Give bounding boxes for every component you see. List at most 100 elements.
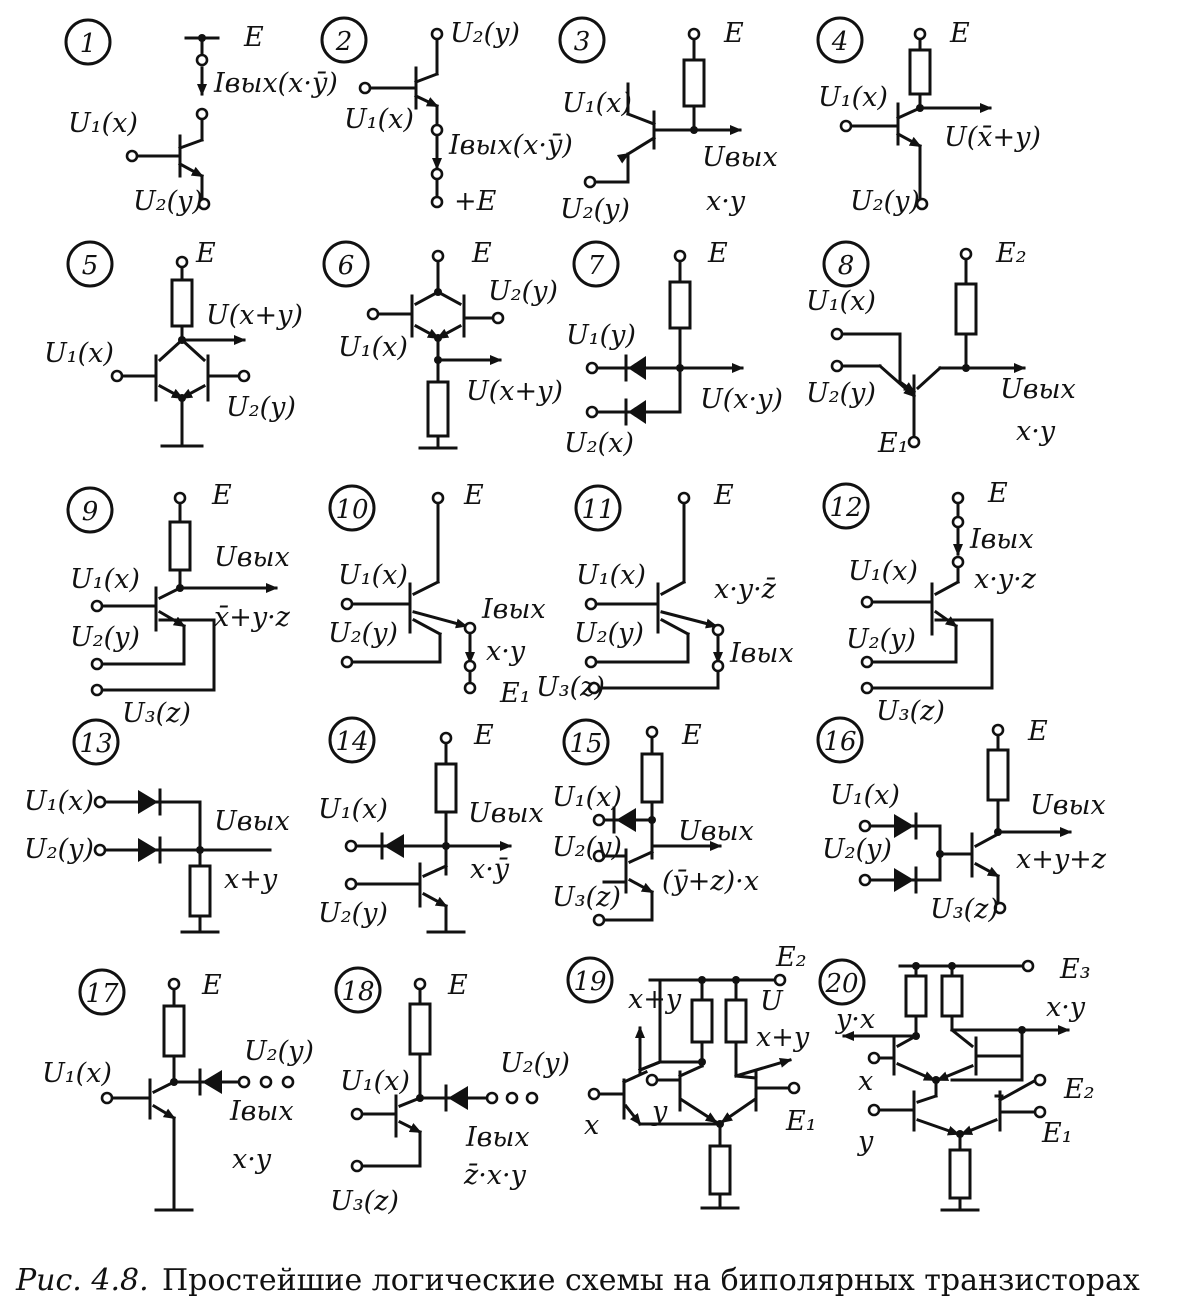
input-z-label: U₃(z) [876,696,945,727]
supply-label: E [463,480,484,511]
circuit-15-number-badge: 15 [562,718,610,766]
circuit-15: 15 E U₁(x) Uвых U₂(y) (ȳ+z)·x [552,718,759,927]
output-voltage-label: Uвых [214,542,290,573]
supply-label: E [681,720,702,751]
figure-caption: Рис. 4.8. Простейшие логические схемы на… [15,1263,1140,1298]
supply-label: E [1027,716,1048,747]
supply-e2-label: E₂ [1063,1074,1095,1105]
circuit-17-number-badge: 17 [78,968,126,1016]
circuit-number: 9 [82,497,99,527]
circuit-20: 20 [818,954,1095,1212]
input-x-label: U₁(x) [818,82,888,113]
output-function-label: x·ȳ [470,854,510,885]
supply-label: E [471,238,492,269]
circuit-number: 5 [82,251,99,281]
input-x-label: U₁(x) [44,338,114,369]
circuit-9-schematic [90,491,278,697]
output-current-label: Iвых [481,594,546,625]
circuit-12-schematic [860,491,994,695]
circuit-3-schematic [583,27,742,189]
input-x-label: U₁(x) [42,1058,112,1089]
circuit-1: 1 E U₁(x) U₂(y) Iвых(x·ȳ) [64,18,338,217]
supply-e1-label: E₁ [785,1106,817,1137]
input-y-label: U₂(y) [318,898,388,929]
circuit-6-schematic [366,249,505,450]
circuit-16-schematic [858,723,1072,915]
output-function-label: x·y [232,1144,272,1175]
circuit-13: 13 U₁(x) U₂(y) Uвых x+y [24,718,290,934]
output-voltage-label: U(x+y) [206,300,303,331]
input-x-label: U₁(x) [68,108,138,139]
supply-label: E [201,970,222,1001]
circuit-number: 2 [335,27,353,57]
circuit-number: 17 [85,979,119,1009]
input-y-label: U₂(y) [500,1048,570,1079]
circuit-number: 18 [341,977,374,1007]
circuit-10: 10 E U₁(x) U₂(y) Iвых x·y E₁ [328,480,546,709]
circuit-18-schematic [350,977,539,1173]
input-y-label: U₂(y) [328,618,398,649]
input-y-label: U₂(y) [133,186,203,217]
supply-e2-label: E₂ [995,238,1027,269]
input-x-label: U₁(x) [848,556,918,587]
circuit-15-schematic [592,725,722,927]
input-z-label: U₃(z) [330,1186,399,1217]
output-voltage-label: U(x+y) [466,376,563,407]
circuit-18-number-badge: 18 [334,966,382,1014]
output-function-label: x·y [1016,416,1056,447]
input-x-label: U₁(x) [338,560,408,591]
supply-e2-label: E₂ [775,942,807,973]
output-yx-label: y·x [835,1004,875,1035]
input-z-label: U₃(z) [536,672,605,703]
output-function-label: (ȳ+z)·x [662,866,759,897]
circuit-2-number-badge: 2 [320,16,368,64]
circuit-number: 8 [838,251,855,281]
input-x-label: U₁(x) [830,780,900,811]
circuit-14: 14 E U₁(x) Uвых x·ȳ U₂(y) [318,716,544,934]
output-function-label: x+y+z [1016,844,1107,875]
circuit-4-number-badge: 4 [816,16,864,64]
circuit-7-number-badge: 7 [572,240,620,288]
circuit-14-number-badge: 14 [328,716,376,764]
supply-e3-label: E₃ [1059,954,1091,985]
output-current-label: Iвых [969,524,1034,555]
input-y-label: U₂(y) [450,18,520,49]
circuit-10-schematic [340,491,477,695]
circuit-20-number-badge: 20 [818,958,866,1006]
supply-label: E [447,970,468,1001]
circuit-8-number-badge: 8 [822,240,870,288]
input-x-label: U₂(x) [564,428,634,459]
input-y-label: U₂(y) [24,834,94,865]
circuit-5-number-badge: 5 [66,240,114,288]
circuit-number: 3 [574,27,591,57]
circuit-11-schematic [584,491,725,695]
circuit-number: 20 [824,969,858,999]
circuit-number: 13 [79,729,112,759]
circuit-1-schematic [125,34,220,211]
input-x-label: U₁(x) [24,786,94,817]
caption-prefix: Рис. 4.8. [15,1263,149,1298]
circuit-19: 19 [566,942,817,1210]
circuit-number: 19 [573,967,606,997]
input-z-label: U₃(z) [552,882,621,913]
supply-label: E [243,22,264,53]
output-nor-label: x+y [628,984,682,1015]
input-x-label: U₁(x) [318,794,388,825]
input-x-label: U₁(x) [562,88,632,119]
input-x-label: U₁(x) [552,782,622,813]
circuit-number: 14 [335,727,368,757]
circuit-number: 4 [831,27,849,57]
input-x-label: U₁(x) [576,560,646,591]
input-y-label: U₂(y) [70,622,140,653]
output-function-label: x·y·z̄ [714,574,777,605]
circuit-12: 12 E Iвых U₁(x) x·y·z U₂(y) U₃(z) [822,478,1037,727]
output-function-label: z̄·x·y [463,1160,527,1191]
supply-e1-label: E₁ [1041,1118,1073,1149]
output-voltage-label: U(x·y) [700,384,783,415]
input-y-label: U₂(y) [846,624,916,655]
circuit-12-number-badge: 12 [822,482,870,530]
circuit-7: 7 E U₁(y) U(x·y) U₂(x) [564,238,783,459]
output-current-label: Iвых(x·ȳ) [448,130,573,161]
circuit-3-number-badge: 3 [558,16,606,64]
circuit-16: 16 E U₁(x) Uвых [816,716,1107,925]
